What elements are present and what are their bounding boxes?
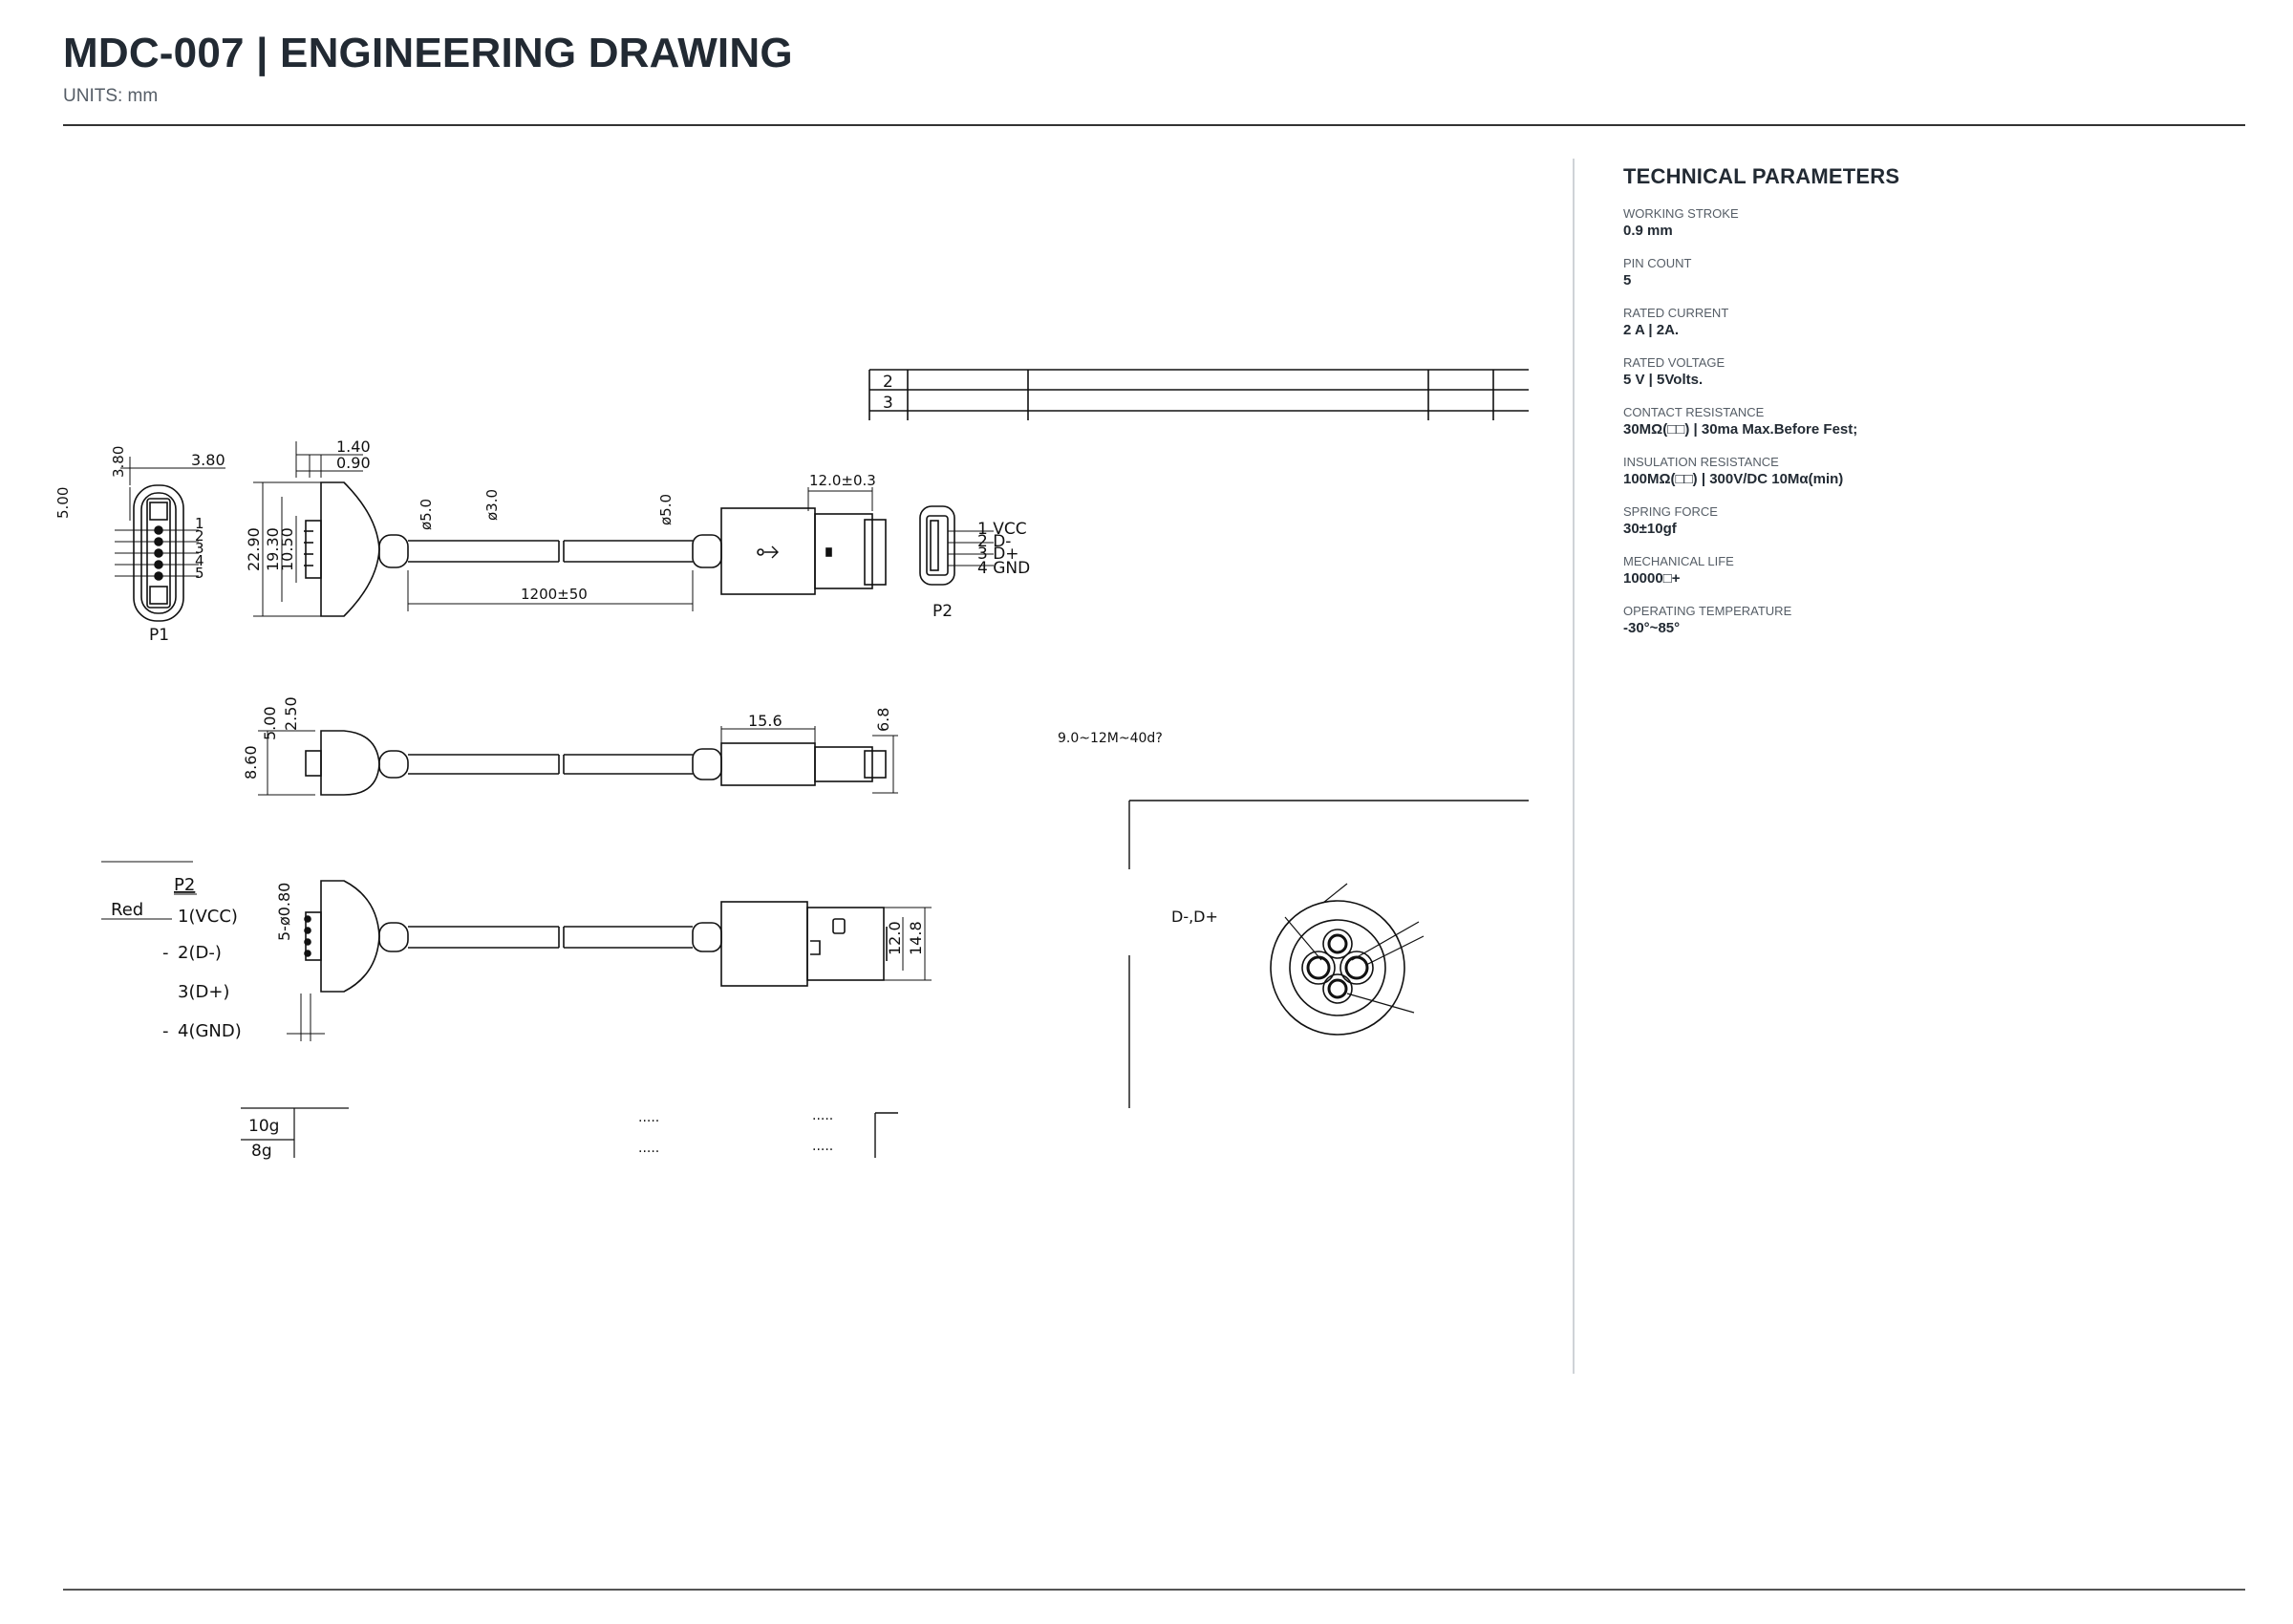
- side-view: 1.40 0.90 22.90 19.30 10.50 ø5.0 ø3.0 ø5…: [245, 438, 887, 617]
- parameter-value: 30MΩ(□□) | 30ma Max.Before Fest;: [1623, 421, 1858, 438]
- wiring-table: P2 Red 1(VCC) - 2(D-) 3(D+) - 4(GND): [101, 861, 242, 1041]
- technical-parameters-panel: TECHNICAL PARAMETERS WORKING STROKE 0.9 m…: [1623, 164, 2216, 653]
- dots-4: ·····: [812, 1143, 833, 1158]
- parameter-item: WORKING STROKE 0.9 mm: [1623, 206, 2216, 240]
- parameter-item: SPRING FORCE 30±10gf: [1623, 504, 2216, 538]
- parameter-value: -30°~85°: [1623, 620, 1681, 636]
- table-row-2: 2: [883, 373, 893, 392]
- svg-text:-: -: [162, 1021, 169, 1041]
- dots-1: ·····: [638, 1114, 659, 1129]
- p2-pin-vcc: 1 VCC: [977, 520, 1027, 539]
- parameter-value: 10000□+: [1623, 570, 1681, 587]
- dim-5-pins: 5-ø0.80: [275, 883, 293, 941]
- dim-cable-length: 1200±50: [521, 586, 588, 603]
- wiring-title: P2: [174, 875, 195, 895]
- table-row-3: 3: [883, 394, 893, 413]
- vertical-divider: [1573, 159, 1575, 1374]
- dim-19-30: 19.30: [264, 527, 282, 571]
- dim-14-8: 14.8: [907, 921, 925, 955]
- dim-8-60: 8.60: [242, 745, 260, 780]
- units-label: UNITS: mm: [63, 86, 159, 106]
- cross-section-label: D-,D+: [1171, 908, 1218, 926]
- dim-0-90: 0.90: [336, 454, 371, 472]
- dim-1-40: 1.40: [336, 438, 371, 456]
- parameter-item: PIN COUNT 5: [1623, 256, 2216, 289]
- parameter-label: OPERATING TEMPERATURE: [1623, 604, 1792, 618]
- bottom-view: 12.0 14.8 5-ø0.80: [275, 880, 932, 1041]
- dots-3: ·····: [638, 1144, 659, 1160]
- p2-pin-dminus: 2 D-: [977, 532, 1011, 551]
- page-header: MDC-007 | ENGINEERING DRAWING UNITS: mm: [63, 29, 2245, 107]
- page-title: MDC-007 | ENGINEERING DRAWING: [63, 30, 793, 76]
- parameter-value: 30±10gf: [1623, 521, 1677, 537]
- wiring-color-red: Red: [111, 900, 143, 920]
- p2-pin-gnd: 4 GND: [977, 559, 1030, 578]
- parameter-value: 2 A | 2A.: [1623, 322, 1680, 338]
- p1-pin-4: 4: [195, 552, 204, 569]
- parameter-label: RATED CURRENT: [1623, 306, 1729, 320]
- top-view: 15.6 6.8 5.00 2.50 8.60: [242, 696, 898, 796]
- p1-front-view: 3.80 3.80 5.00 1 2 3 4 5 P1: [57, 446, 225, 645]
- p2-front-view: 1 VCC 2 D- 3 D+ 4 GND P2: [919, 505, 1030, 621]
- parameter-item: RATED VOLTAGE 5 V | 5Volts.: [1623, 355, 2216, 389]
- wiring-line-dplus: 3(D+): [178, 982, 229, 1002]
- fragment-spec: 9.0~12M~40d?: [1058, 731, 1163, 746]
- parameter-label: SPRING FORCE: [1623, 504, 1718, 519]
- dim-plug-length: 12.0±0.3: [809, 472, 876, 489]
- footer-rule: [63, 1589, 2245, 1591]
- parameter-item: MECHANICAL LIFE 10000□+: [1623, 554, 2216, 588]
- wiring-line-vcc: 1(VCC): [178, 907, 238, 927]
- parameter-value: 5: [1623, 272, 1632, 288]
- p2-pin-dplus: 3 D+: [977, 545, 1019, 564]
- p1-dim-width: 3.80: [191, 451, 225, 469]
- dim-cable-d1: ø5.0: [418, 499, 435, 530]
- p1-pin-2: 2: [195, 527, 204, 545]
- p1-pin-1: 1: [195, 515, 204, 532]
- p1-dim-height: 3.80: [110, 446, 127, 478]
- cable-cross-section: D-,D+: [1128, 800, 1529, 1108]
- p1-dim-pitch: 5.00: [57, 487, 72, 519]
- p1-label: P1: [149, 626, 169, 645]
- dim-5-00: 5.00: [261, 706, 279, 740]
- dim-22-90: 22.90: [245, 527, 263, 571]
- parameter-label: INSULATION RESISTANCE: [1623, 455, 1779, 469]
- parameters-heading: TECHNICAL PARAMETERS: [1623, 164, 1900, 188]
- dim-6-8: 6.8: [874, 708, 892, 732]
- dim-12-0: 12.0: [886, 921, 904, 955]
- parameter-value: 0.9 mm: [1623, 223, 1673, 239]
- force-8g: 8g: [251, 1142, 272, 1161]
- p2-label: P2: [932, 602, 953, 621]
- parameter-label: PIN COUNT: [1623, 256, 1692, 270]
- parameter-value: 5 V | 5Volts.: [1623, 372, 1704, 388]
- parameter-item: INSULATION RESISTANCE 100MΩ(□□) | 300V/DC…: [1623, 455, 2216, 488]
- force-table: 10g 8g ····· ····· ····· ·····: [241, 1107, 898, 1161]
- p1-pin-5: 5: [195, 565, 204, 582]
- parameter-label: RATED VOLTAGE: [1623, 355, 1725, 370]
- dim-cable-d2: ø3.0: [483, 489, 501, 521]
- parameter-label: CONTACT RESISTANCE: [1623, 405, 1765, 419]
- dim-cable-d3: ø5.0: [657, 494, 675, 525]
- parameter-label: WORKING STROKE: [1623, 206, 1739, 221]
- dim-10-50: 10.50: [278, 527, 296, 571]
- revision-table: 2 3: [868, 369, 1529, 420]
- parameter-item: RATED CURRENT 2 A | 2A.: [1623, 306, 2216, 339]
- dim-2-50: 2.50: [282, 696, 300, 731]
- wiring-line-dminus: 2(D-): [178, 943, 222, 963]
- wiring-line-gnd: 4(GND): [178, 1021, 242, 1041]
- parameter-item: OPERATING TEMPERATURE -30°~85°: [1623, 604, 2216, 637]
- dim-15-6: 15.6: [748, 712, 782, 730]
- parameter-label: MECHANICAL LIFE: [1623, 554, 1734, 568]
- engineering-drawing: 2 3 3.80 3.80 5.00 1 2 3 4 5 P1: [57, 369, 1529, 1161]
- header-rule: [63, 124, 2245, 126]
- parameter-value: 100MΩ(□□) | 300V/DC 10Mα(min): [1623, 471, 1844, 487]
- p1-pin-3: 3: [195, 540, 204, 557]
- svg-text:-: -: [162, 943, 169, 963]
- parameter-item: CONTACT RESISTANCE 30MΩ(□□) | 30ma Max.Be…: [1623, 405, 2216, 438]
- force-10g: 10g: [248, 1117, 279, 1136]
- dots-2: ·····: [812, 1112, 833, 1127]
